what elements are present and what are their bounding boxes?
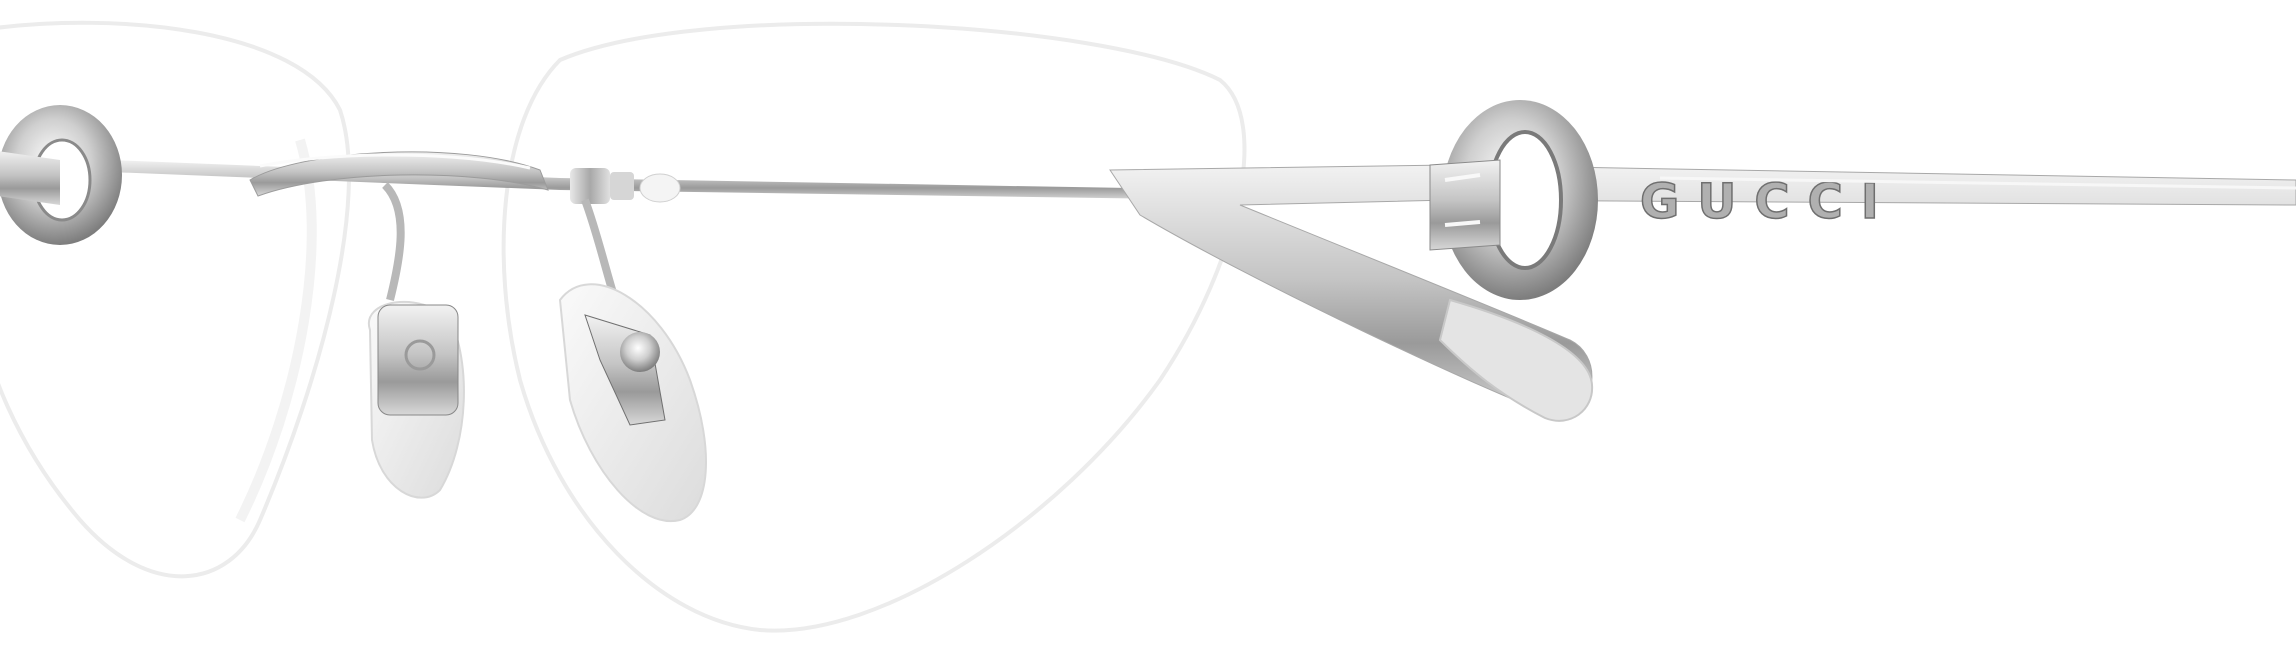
left-pad-arm xyxy=(381,182,405,301)
front-shine xyxy=(259,153,531,170)
bridge-screw xyxy=(570,168,681,204)
temple-hinge-ornament xyxy=(1429,100,1598,300)
temple-logo-text: GUCCI xyxy=(1640,174,1897,230)
temple-arm xyxy=(1109,164,2296,421)
bridge xyxy=(249,151,549,197)
left-lens-edge-shade xyxy=(235,138,317,523)
bridge-bar xyxy=(110,160,1240,200)
left-hinge-ornament xyxy=(0,105,122,245)
right-lens-outline xyxy=(501,21,1247,633)
left-lens-outline xyxy=(0,20,351,579)
temple-tip xyxy=(1438,298,1594,422)
right-nose-pad xyxy=(558,283,707,523)
left-nose-pad xyxy=(367,300,465,499)
temple-shine xyxy=(1659,176,2296,190)
